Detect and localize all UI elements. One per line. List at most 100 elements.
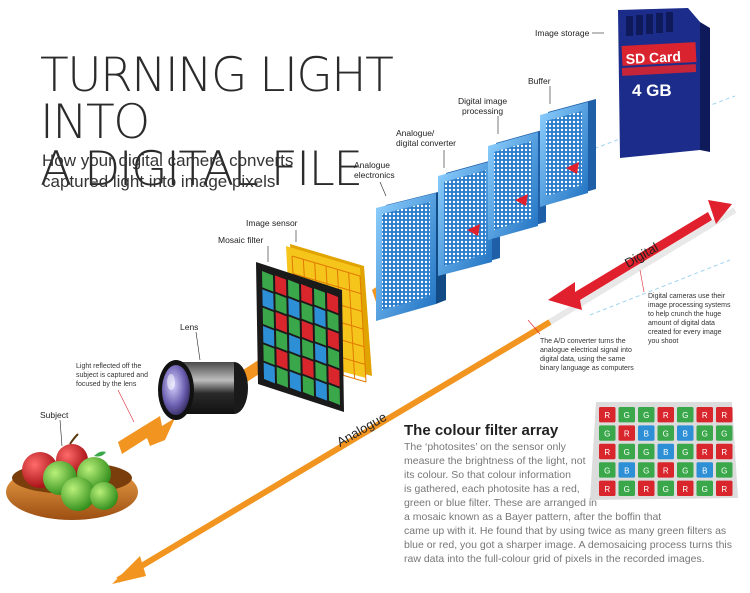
leader-lines (59, 32, 645, 447)
cfa-line-5: green or blue filter. These are arranged… (404, 497, 598, 509)
board-image-processing (488, 129, 546, 240)
cfa-cell-letter: G (682, 411, 688, 420)
cfa-cell-letter: R (702, 448, 708, 457)
page-title: TURNING LIGHT INTO A DIGITAL FILE (40, 52, 470, 193)
label-image-storage: Image storage (535, 28, 590, 38)
page-subtitle: How your digital camera converts capture… (42, 150, 322, 192)
cfa-cell-letter: B (663, 448, 668, 457)
cfa-line-8: blue or red, you got a sharper image. A … (404, 539, 733, 551)
mosaic-cell (275, 275, 287, 296)
note-ad-line-3: digital data, using the same (540, 356, 626, 363)
label-ad-converter: Analogue/ digital converter (396, 128, 456, 148)
cfa-cell-letter: G (721, 466, 727, 475)
cfa-cell (638, 480, 655, 496)
mosaic-cell (276, 367, 288, 388)
mosaic-cell (275, 312, 287, 333)
cfa-cell (599, 480, 616, 496)
note-digital-line-4: amount of digital data (648, 320, 715, 327)
cfa-cell-letter: R (604, 448, 610, 457)
cfa-cell-letter: R (721, 485, 727, 494)
cfa-cell (618, 407, 635, 423)
cfa-cell (618, 443, 635, 460)
subtitle-line-1: How your digital camera converts (42, 151, 294, 170)
signal-axis (112, 95, 737, 584)
label-ae-line-1: Analogue (354, 160, 390, 170)
mosaic-cell (275, 293, 287, 315)
board-ad-converter (438, 158, 500, 276)
mosaic-cell (327, 311, 339, 332)
cfa-cell (696, 425, 713, 441)
cfa-cell-letter: R (663, 466, 669, 475)
cfa-cell (599, 462, 616, 478)
subject-fruit-bowl (6, 433, 138, 520)
cfa-cell (677, 480, 694, 496)
cfa-body: The ‘photosites’ on the sensor only meas… (404, 440, 733, 566)
mosaic-cell (315, 343, 327, 364)
cfa-cell-letter: G (663, 430, 669, 439)
label-analogue-electronics: Analogue electronics (354, 160, 395, 180)
cfa-cell (657, 407, 674, 423)
cfa-cell (696, 407, 713, 423)
note-light: Light reflected off the subject is captu… (76, 362, 148, 389)
cfa-cell-letter: R (643, 485, 649, 494)
note-light-line-3: focused by the lens (76, 381, 137, 388)
label-mosaic-filter: Mosaic filter (218, 235, 264, 245)
label-subject: Subject (40, 410, 69, 420)
cfa-cell-letter: R (721, 411, 727, 420)
mosaic-cell (315, 380, 327, 401)
subtitle-line-2: captured light into image pixels (42, 172, 276, 191)
label-dip-line-2: processing (462, 106, 504, 116)
mosaic-cell (302, 375, 314, 397)
mosaic-cell (314, 306, 326, 328)
note-ad-line-1: The A/D converter turns the (540, 338, 626, 345)
cfa-cell-letter: G (663, 485, 669, 494)
mosaic-cell (263, 326, 275, 347)
cfa-cell (677, 425, 694, 441)
cfa-cell (657, 462, 674, 478)
mosaic-cell (328, 347, 340, 369)
cfa-line-7: came up with it. He found that by using … (404, 525, 727, 537)
cfa-line-4: is gathered, each photosite has a red, (404, 483, 580, 495)
mosaic-cell (328, 366, 340, 387)
cfa-cell (599, 443, 616, 460)
mosaic-cell (327, 329, 339, 350)
cfa-cell-letter: G (624, 411, 630, 420)
cfa-cell-letter: G (643, 466, 649, 475)
mosaic-cell (327, 292, 339, 314)
cfa-cell-letter: G (702, 485, 708, 494)
cfa-cell-letter: G (682, 466, 688, 475)
cfa-cell (716, 407, 733, 423)
mosaic-cell (328, 384, 340, 405)
cfa-cell-letter: G (624, 448, 630, 457)
note-digital: Digital cameras use their image processi… (648, 292, 730, 346)
cfa-cell (638, 462, 655, 478)
note-ad-converter: The A/D converter turns the analogue ele… (540, 337, 634, 373)
cfa-cell (599, 425, 616, 441)
cfa-cell (716, 443, 733, 460)
title-line-2: A DIGITAL FILE (40, 142, 363, 197)
label-dip-line-1: Digital image (458, 96, 508, 106)
note-digital-line-3: to help crunch the huge (648, 311, 722, 318)
cfa-cell (618, 462, 635, 478)
mosaic-cell (288, 316, 300, 337)
cfa-heading: The colour filter array (404, 422, 559, 439)
label-adc-line-2: digital converter (396, 138, 457, 148)
mosaic-cell (263, 362, 275, 384)
note-ad-line-4: binary language as computers (540, 365, 634, 372)
cfa-cell-letter: R (624, 430, 630, 439)
cfa-cell (716, 480, 733, 496)
sd-card-brand: SD Card (625, 48, 681, 67)
cfa-cell (696, 480, 713, 496)
board-analogue-electronics (376, 190, 446, 321)
cfa-cell-letter: G (604, 466, 610, 475)
cfa-cell (599, 407, 616, 423)
camera-lens (158, 360, 248, 420)
note-digital-line-6: you shoot (648, 338, 679, 345)
cfa-cell-letter: G (702, 430, 708, 439)
cfa-cell (638, 425, 655, 441)
cfa-cell-letter: G (624, 485, 630, 494)
cfa-cell (716, 425, 733, 441)
note-light-line-1: Light reflected off the (76, 363, 142, 370)
